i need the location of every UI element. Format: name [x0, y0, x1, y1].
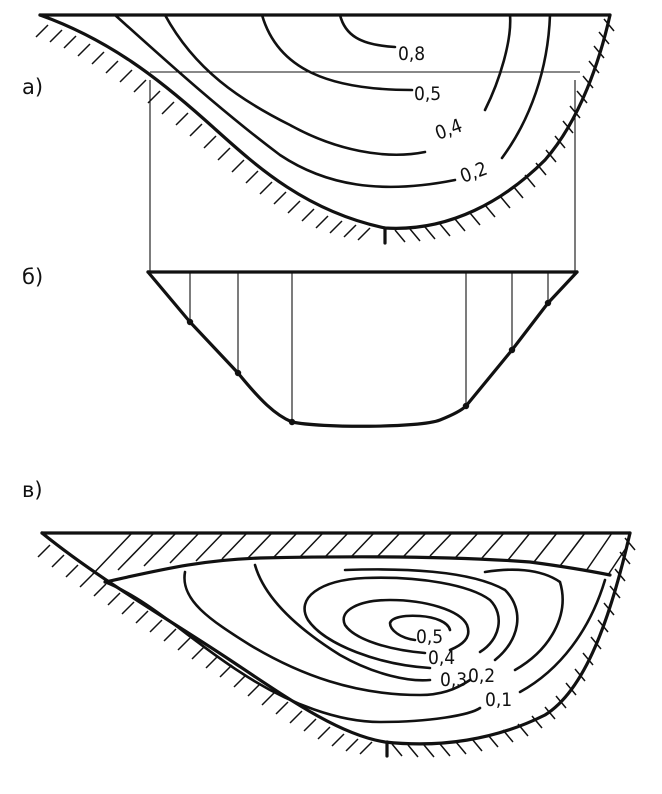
panel-a-label: а): [22, 75, 43, 99]
ice-hatching: [91, 532, 629, 576]
isoline-label-0.5: 0,5: [414, 83, 441, 105]
isoline-label-0.3: 0,3: [440, 669, 467, 691]
panel-b-label: б): [22, 265, 43, 289]
isoline-0.2-left: [183, 570, 472, 697]
isoline-0.8: [338, 13, 397, 49]
isoline-0.4-right: [483, 13, 512, 112]
isoline-0.5: [260, 13, 414, 92]
isoline-label-0.1: 0,1: [485, 689, 512, 711]
isoline-0.4-left: [163, 13, 427, 156]
bed-hatching-v: [37, 537, 636, 758]
velocity-profile-outline: [146, 270, 579, 428]
velocity-verticals: [189, 272, 549, 422]
velocity-points: [186, 299, 552, 426]
panel-v: в) 0,5 0,4 0,3 0,2 0,1: [22, 478, 636, 758]
isoline-label-0.4: 0,4: [428, 647, 455, 669]
isoline-0.1-right: [518, 578, 607, 694]
ice-bottom-line: [103, 555, 612, 584]
isoline-label-0.2: 0,2: [457, 158, 490, 188]
isoline-0.45: [342, 598, 470, 655]
isoline-0.2-left: [113, 13, 457, 189]
isoline-label-0.2: 0,2: [468, 665, 495, 687]
isoline-label-0.5: 0,5: [416, 626, 443, 648]
isoline-0.3-left: [253, 563, 432, 682]
isoline-label-0.4: 0,4: [432, 115, 465, 145]
isoline-0.1-left: [103, 580, 482, 724]
isoline-0.3-right: [343, 568, 519, 662]
panel-a: а) 0,8 0,5 0,4 0,2: [22, 13, 615, 272]
bed-hatching-a: [35, 18, 615, 245]
isoline-0.2-right: [500, 13, 552, 160]
isoline-label-0.8: 0,8: [398, 43, 425, 65]
isoline-0.2-right: [483, 568, 564, 672]
panel-v-label: в): [22, 478, 43, 502]
isoline-0.4: [303, 576, 500, 670]
panel-b: б): [22, 265, 579, 428]
isoline-0.5: [388, 614, 452, 642]
